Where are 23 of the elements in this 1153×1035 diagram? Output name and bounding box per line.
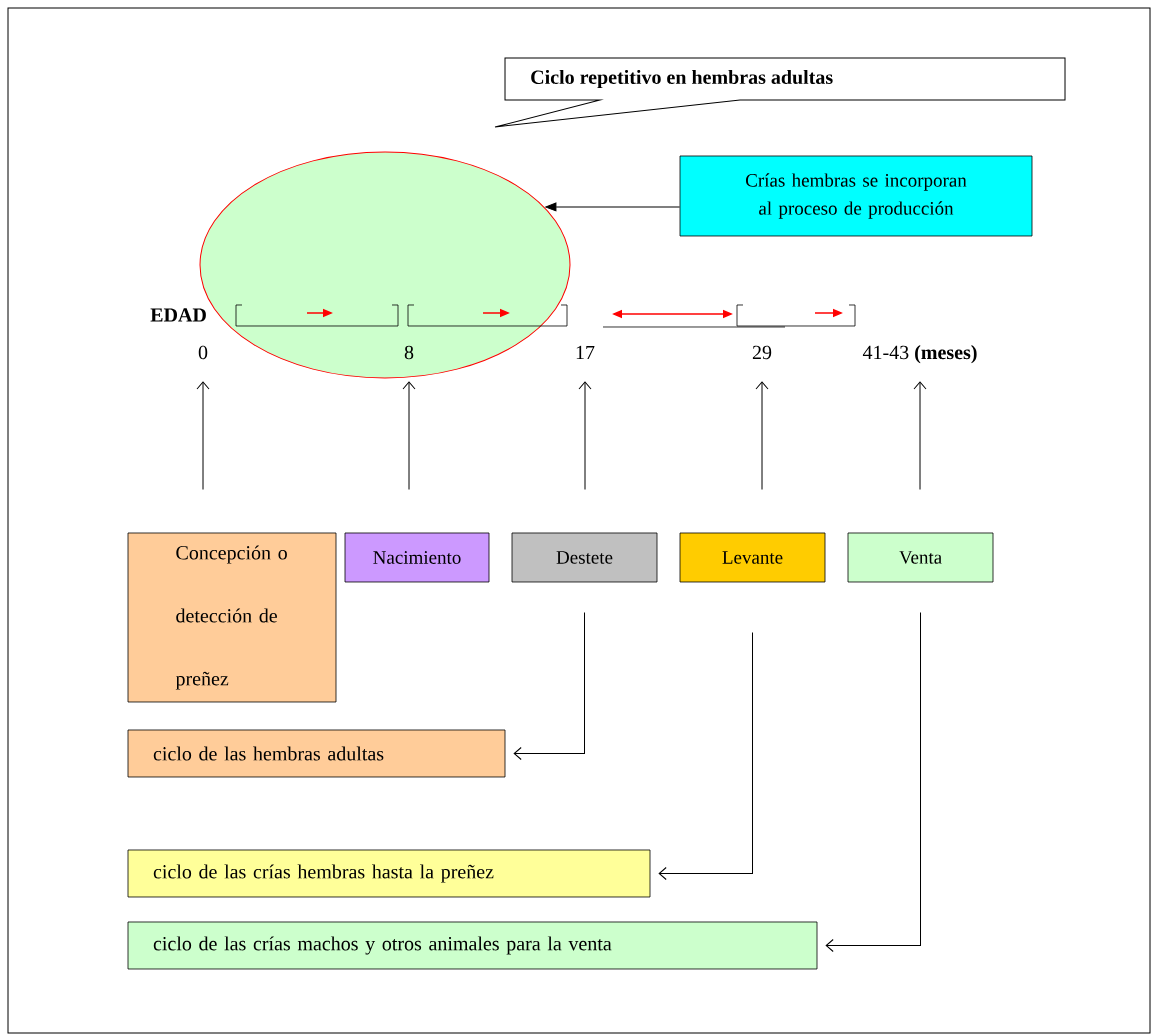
arrow (402, 381, 416, 491)
arrow (913, 381, 927, 491)
arrow (196, 381, 210, 491)
text-box: Crías hembras se incorporan al proceso de producción (679, 155, 1033, 237)
arrow (513, 611, 585, 760)
arrow (755, 381, 769, 491)
age-value: 29 (752, 345, 772, 360)
age-value: 17 (576, 345, 595, 359)
stage-box: Destete (511, 532, 658, 583)
stage-box: Nacimiento (344, 532, 490, 583)
stage-box: Venta (847, 532, 994, 583)
arrow (658, 631, 753, 880)
arrow (545, 202, 681, 212)
speech-callout: Ciclo repetitivo en hembras adultas (494, 57, 1066, 128)
age-value: 0 (198, 345, 208, 360)
stage-box: Levante (679, 532, 826, 583)
age-value: 41-43 (meses) (862, 345, 977, 364)
arrow (825, 611, 921, 952)
cycle-box: ciclo de las crías hembras hasta la preñez (127, 849, 651, 898)
age-label: EDAD (150, 308, 206, 322)
arrow (578, 381, 592, 491)
cycle-box: ciclo de las crías machos y otros animales para la venta (127, 921, 818, 970)
cycle-box: ciclo de las hembras adultas (127, 729, 506, 778)
